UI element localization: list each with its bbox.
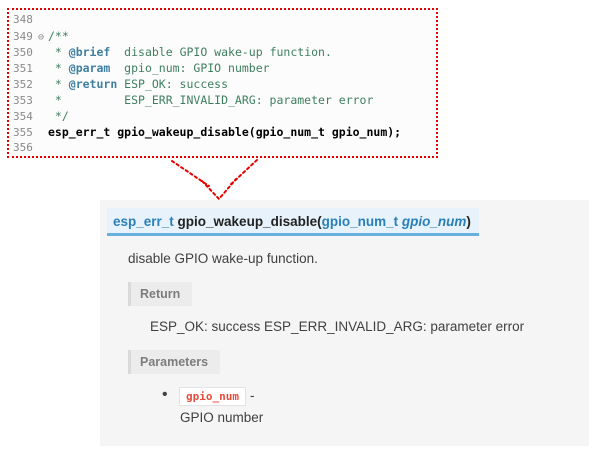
code-text: esp_err_t gpio_wakeup_disable(gpio_num_t… bbox=[48, 125, 402, 139]
signature-param-name: gpio_num bbox=[401, 214, 467, 229]
signature-function-name: gpio_wakeup_disable bbox=[177, 214, 318, 229]
return-description: ESP_OK: success ESP_ERR_INVALID_ARG: par… bbox=[150, 319, 525, 334]
line-number: 352 bbox=[13, 78, 33, 91]
code-line: 349 ⊖/** bbox=[9, 28, 436, 44]
line-number: 353 bbox=[13, 94, 33, 107]
code-line: 355 esp_err_t gpio_wakeup_disable(gpio_nu… bbox=[9, 124, 436, 140]
code-line: 354 */ bbox=[9, 108, 436, 124]
code-text: * @brief disable GPIO wake-up function. bbox=[48, 45, 332, 59]
line-number: 355 bbox=[13, 126, 33, 139]
function-brief: disable GPIO wake-up function. bbox=[128, 251, 318, 266]
code-text: * ESP_ERR_INVALID_ARG: parameter error bbox=[48, 93, 374, 107]
code-line: 348 bbox=[9, 12, 436, 28]
parameter-separator: - bbox=[249, 388, 255, 403]
parameters-rubric-label: Parameters bbox=[140, 355, 209, 369]
code-line: 356 bbox=[9, 140, 436, 156]
code-text: * @param gpio_num: GPIO number bbox=[48, 61, 270, 75]
parameter-list: gpio_num- GPIO number bbox=[162, 386, 589, 425]
line-number: 350 bbox=[13, 46, 33, 59]
line-number: 354 bbox=[13, 110, 33, 123]
return-rubric-label: Return bbox=[140, 287, 181, 301]
parameter-item: gpio_num- GPIO number bbox=[162, 386, 589, 425]
parameter-description: GPIO number bbox=[180, 410, 264, 425]
code-line: 350 * @brief disable GPIO wake-up functi… bbox=[9, 44, 436, 60]
signature-param-type: gpio_num_t bbox=[321, 214, 402, 229]
code-line: 351 * @param gpio_num: GPIO number bbox=[9, 60, 436, 76]
parameter-name-code: gpio_num bbox=[179, 387, 246, 406]
parameters-rubric: Parameters bbox=[128, 350, 221, 374]
code-line: 353 * ESP_ERR_INVALID_ARG: parameter err… bbox=[9, 92, 436, 108]
doc-panel: esp_err_t gpio_wakeup_disable(gpio_num_t… bbox=[100, 200, 589, 446]
code-text: * @return ESP_OK: success bbox=[48, 77, 229, 91]
line-number: 349 bbox=[13, 30, 33, 43]
dotted-arrow-icon bbox=[171, 159, 258, 201]
line-number: 348 bbox=[13, 13, 33, 26]
signature-return-type: esp_err_t bbox=[113, 214, 178, 229]
line-number: 351 bbox=[13, 62, 33, 75]
code-text: */ bbox=[48, 109, 69, 123]
fold-collapse-icon[interactable]: ⊖ bbox=[37, 32, 45, 43]
code-line: 352 * @return ESP_OK: success bbox=[9, 76, 436, 92]
function-signature[interactable]: esp_err_t gpio_wakeup_disable(gpio_num_t… bbox=[107, 208, 479, 236]
return-rubric: Return bbox=[128, 282, 193, 306]
code-text: /** bbox=[48, 29, 69, 43]
signature-open-paren: ( bbox=[317, 214, 322, 229]
line-number: 356 bbox=[13, 141, 33, 154]
signature-close-paren: ) bbox=[466, 214, 471, 229]
